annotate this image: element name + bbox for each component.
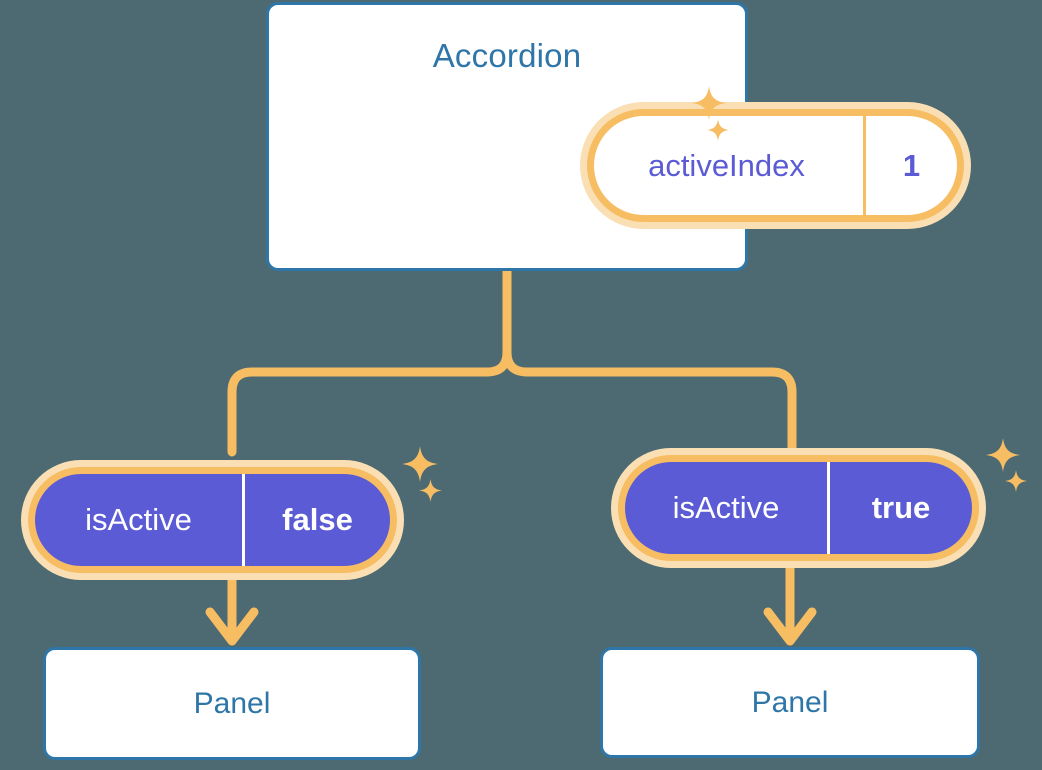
badge-ring: isActive false [28,467,397,573]
panel-card-left[interactable]: Panel [43,647,421,760]
sparkle-icon [707,119,729,141]
badge-body: isActive false [35,474,390,566]
accordion-card[interactable]: Accordion activeIndex 1 [266,2,971,271]
sparkle-icon [692,86,726,120]
tree-connector [227,266,797,457]
sparkle-icon [1005,470,1027,492]
panel-title: Panel [751,685,829,719]
page-title: Accordion [432,37,582,74]
badge-body: activeIndex 1 [594,116,957,215]
badge-key: isActive [672,490,780,525]
badge-ring: activeIndex 1 [587,109,964,222]
arrow-down-icon-left [205,580,259,646]
badge-value: false [242,474,390,566]
arrow-down-icon-right [763,568,817,646]
prop-badge-isactive-true[interactable]: isActive true [611,448,986,568]
panel-title: Panel [193,686,271,720]
badge-body: isActive true [625,462,972,554]
state-badge-activeindex[interactable]: activeIndex 1 [580,102,971,229]
sparkle-icon [402,446,438,482]
badge-key: activeIndex [648,147,805,183]
badge-ring: isActive true [618,455,979,561]
panel-card-right[interactable]: Panel [600,647,980,758]
badge-value: 1 [863,116,957,215]
badge-value: true [827,462,972,554]
prop-badge-isactive-false[interactable]: isActive false [21,460,404,580]
badge-key: isActive [85,502,192,537]
sparkle-icon [986,438,1020,472]
sparkle-icon [419,479,442,502]
